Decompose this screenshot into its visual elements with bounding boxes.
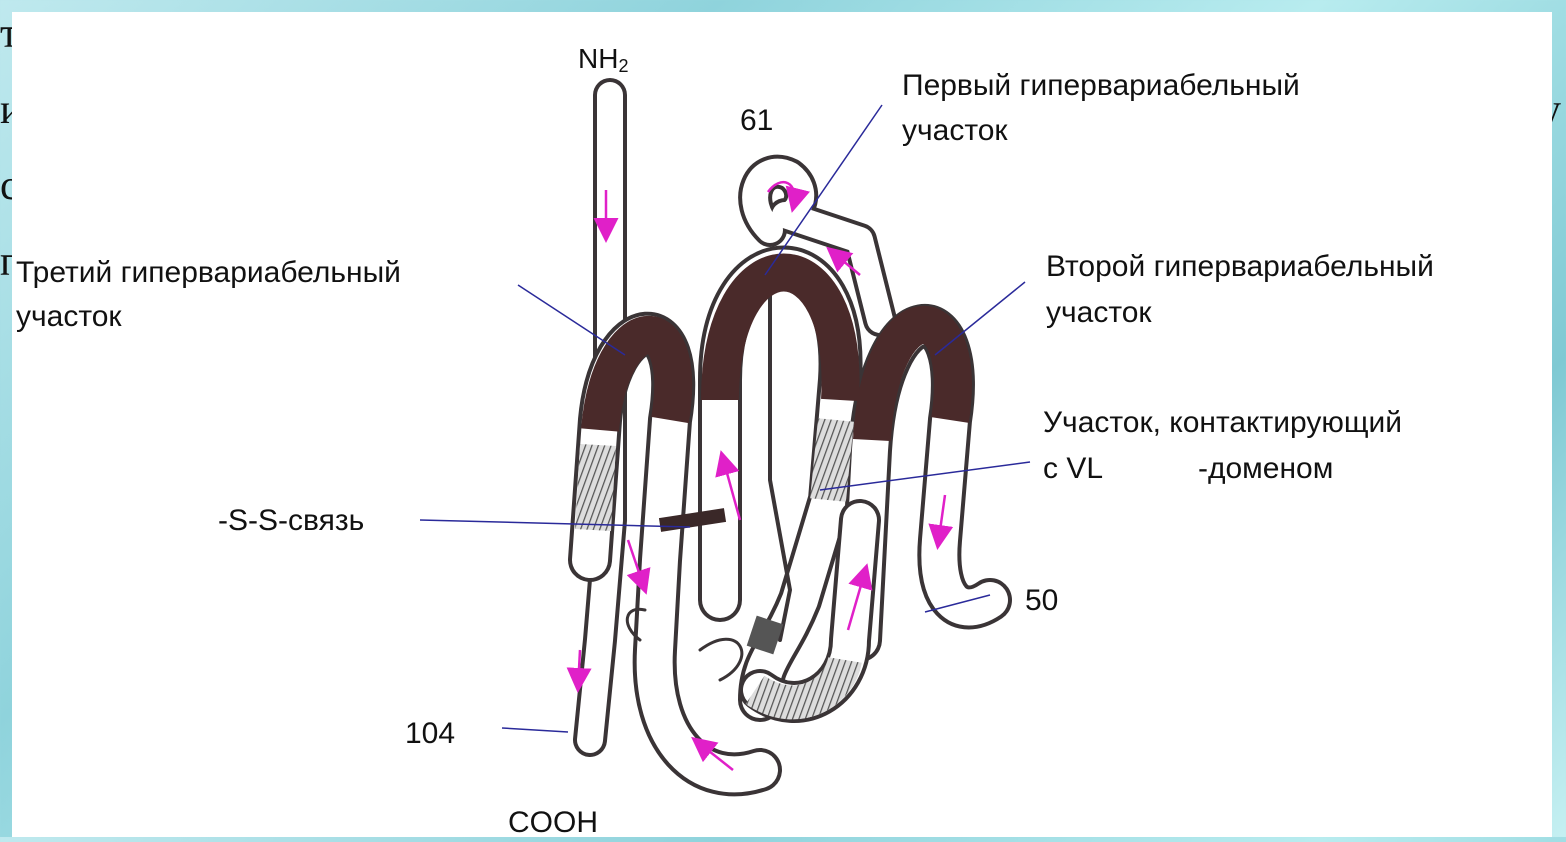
diagram-panel: NH2 61 Первый гипервариабельный участок … xyxy=(12,12,1552,837)
label-104: 104 xyxy=(405,717,455,750)
hv-third-segment xyxy=(600,335,673,430)
label-nh2: NH2 xyxy=(578,43,628,76)
immunoglobulin-domain-diagram: NH2 61 Первый гипервариабельный участок … xyxy=(12,12,1552,837)
contact-segment-left xyxy=(593,445,598,530)
label-second-hv-line1: Второй гипервариабельный xyxy=(1046,250,1434,283)
label-first-hv-line1: Первый гипервариабельный xyxy=(902,69,1300,102)
label-50: 50 xyxy=(1025,584,1058,617)
label-contact-line1: Участок, контактирующий xyxy=(1043,406,1402,439)
label-contact-vl: с VL xyxy=(1043,452,1103,485)
leader-104 xyxy=(502,728,568,732)
ss-bond-bar xyxy=(660,515,725,525)
label-second-hv-line2: участок xyxy=(1046,296,1152,329)
hv-first-segment xyxy=(720,273,841,401)
label-third-hv-line2: участок xyxy=(16,300,122,333)
hypervariable-segments xyxy=(600,273,953,441)
label-contact-domain: -доменом xyxy=(1198,452,1333,485)
label-first-hv-line2: участок xyxy=(902,114,1008,147)
label-ss-bond: -S-S-связь xyxy=(218,504,364,537)
label-61: 61 xyxy=(740,104,773,137)
polypeptide-strands xyxy=(590,95,990,774)
strand-curl-mid xyxy=(700,639,742,680)
label-third-hv-line1: Третий гипервариабельный xyxy=(16,256,401,289)
label-cooh: COOH xyxy=(508,806,598,837)
contact-segment-stub xyxy=(760,620,770,650)
